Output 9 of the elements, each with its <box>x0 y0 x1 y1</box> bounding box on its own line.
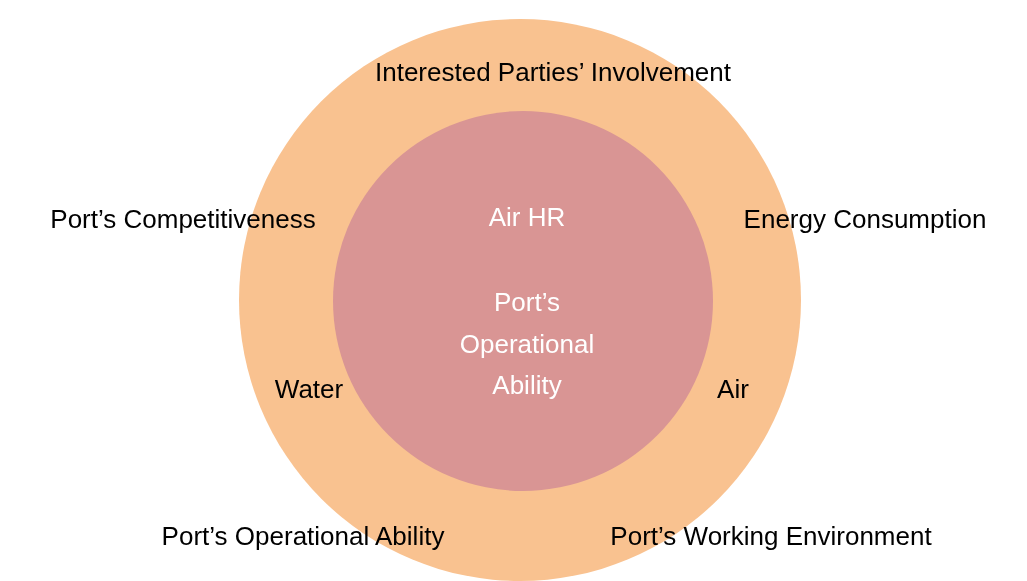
circle-label: Port’s Competitiveness <box>50 203 316 237</box>
circle-label: Energy Consumption <box>743 203 987 237</box>
circle-label: Port’s Operational Ability <box>458 285 596 402</box>
circle-label: Water <box>274 373 344 407</box>
circle-label: Port’s Working Environment <box>610 520 932 554</box>
circle-label: Air <box>717 373 749 407</box>
circle-label: Port’s Operational Ability <box>161 520 445 554</box>
circle-label: Interested Parties’ Involvement <box>375 56 731 90</box>
circle-label: Air HR <box>488 201 566 235</box>
